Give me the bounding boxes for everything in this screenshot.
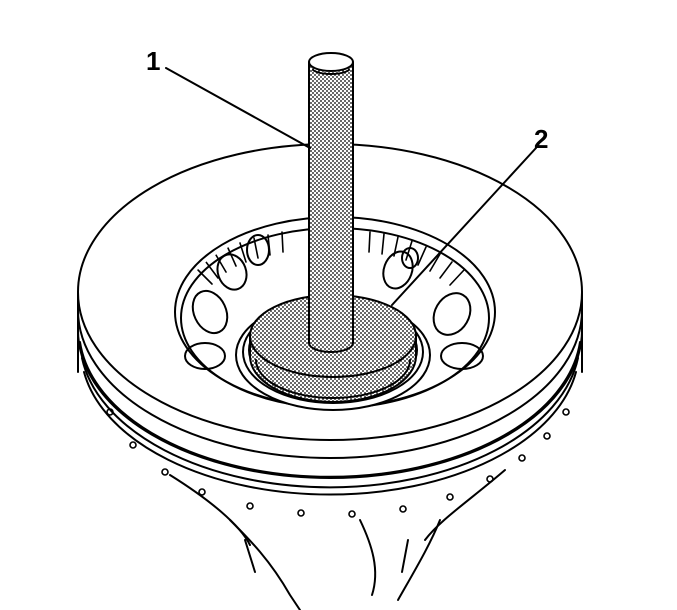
callout-2-leader <box>391 147 537 306</box>
cooling-vents <box>106 408 570 518</box>
callout-1-leader <box>165 67 311 149</box>
callout-1-label: 1 <box>146 46 160 76</box>
callout-2-label: 2 <box>534 124 548 154</box>
lower-hub <box>169 469 506 610</box>
seal-installer-tool <box>308 52 354 353</box>
